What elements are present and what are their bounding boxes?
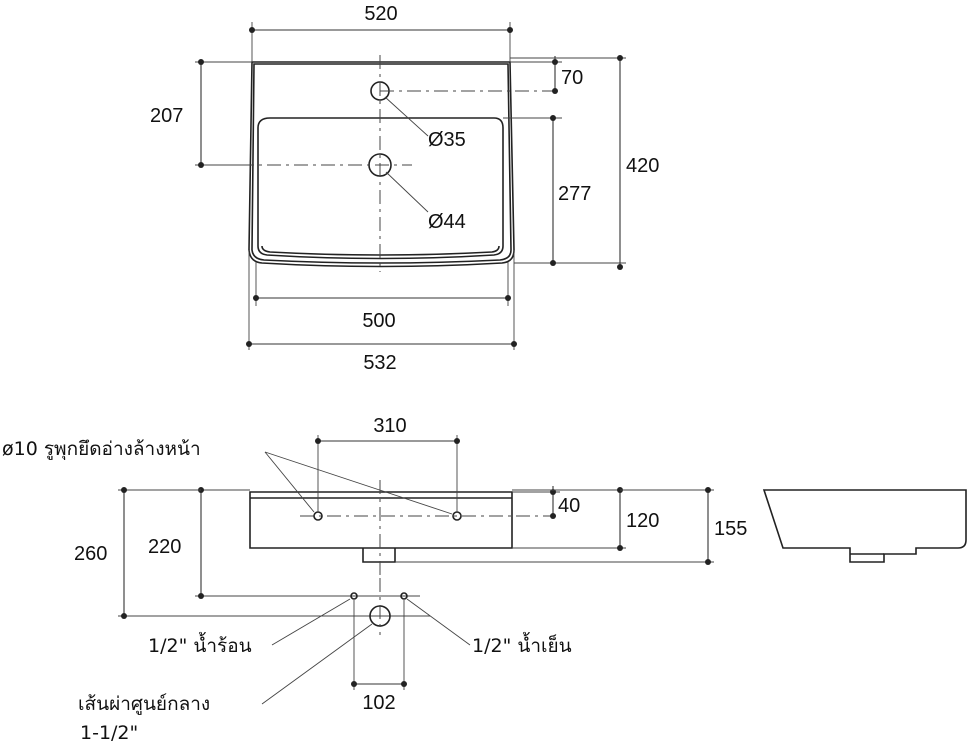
drain-leader: [385, 171, 429, 213]
drain-size-label: 1-1/2": [80, 722, 138, 744]
side-view: [762, 489, 967, 563]
hot-water-label: 1/2" น้ำร้อน: [148, 632, 252, 657]
dim-depth-total: 420: [626, 155, 659, 177]
tap-hole-dia-label: Ø35: [428, 129, 466, 151]
front-basin-body: [249, 491, 513, 549]
front-drain-stub: [362, 548, 396, 563]
dim-fixing-spacing: 310: [373, 415, 406, 437]
bowl-inner-line: [261, 245, 500, 256]
bowl-outline: [257, 117, 504, 260]
basin-outline-inner-rim: [251, 63, 512, 264]
dim-outer-width: 532: [363, 352, 396, 374]
cold-water-point: [400, 592, 408, 600]
drain-hole-dia-label: Ø44: [428, 211, 466, 233]
side-basin-profile: [762, 489, 967, 563]
dim-basin-height: 120: [626, 510, 659, 532]
dim-supply-spacing: 102: [362, 692, 395, 714]
drain-diameter-label: เส้นผ่าศูนย์กลาง: [78, 693, 210, 715]
dim-basin-depth: 277: [558, 183, 591, 205]
dim-side-height: 155: [714, 518, 747, 540]
dim-supply-height: 260: [74, 543, 107, 565]
dim-tap-offset: 70: [561, 67, 583, 89]
dim-fixing-height: 40: [558, 495, 580, 517]
dim-inner-width: 500: [362, 310, 395, 332]
dim-width-top: 520: [364, 3, 397, 25]
fixing-holes-note: ø10 รูพุกยึดอ่างล้างหน้า: [2, 438, 201, 461]
dim-drain-height: 220: [148, 536, 181, 558]
cold-water-label: 1/2" น้ำเย็น: [472, 632, 572, 657]
dim-drain-offset: 207: [150, 105, 183, 127]
hot-water-point: [350, 592, 358, 600]
tap-leader: [384, 96, 429, 137]
front-view: 310 ø10 รูพุกยึดอ่างล้างหน้า 40 120 155 …: [2, 415, 747, 744]
basin-outline: [248, 61, 515, 268]
top-view: Ø35 Ø44 520 500 532 207 70: [150, 3, 659, 374]
